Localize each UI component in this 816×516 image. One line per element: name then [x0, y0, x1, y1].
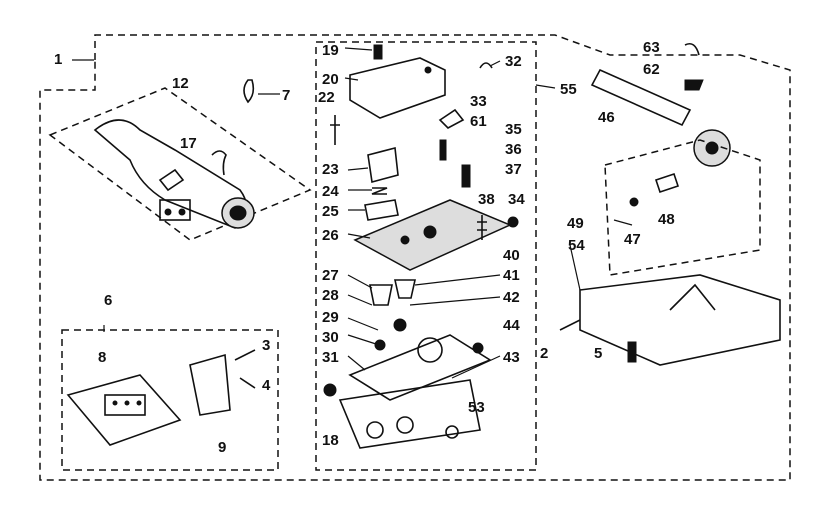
bracket-23 — [367, 146, 399, 184]
spring-3 — [234, 349, 256, 361]
valve-body-26 — [353, 199, 512, 271]
seal-30 — [374, 339, 386, 351]
label-49: 49 — [567, 215, 584, 232]
label-32: 32 — [505, 53, 522, 70]
valve-cover-20 — [349, 57, 446, 119]
valve-group-box — [315, 41, 537, 471]
label-54: 54 — [568, 237, 585, 254]
callout-labels: 1 12 7 17 6 8 3 4 9 19 20 22 23 24 25 26… — [54, 39, 675, 456]
label-41: 41 — [503, 267, 520, 284]
label-36: 36 — [505, 141, 522, 158]
label-4: 4 — [262, 377, 271, 394]
label-18: 18 — [322, 432, 339, 449]
label-24: 24 — [322, 183, 339, 200]
clamp-63 — [684, 42, 700, 56]
clip-32 — [479, 62, 493, 69]
plate-25 — [364, 199, 399, 221]
nut-34 — [507, 216, 519, 228]
label-9: 9 — [218, 439, 226, 456]
label-55: 55 — [560, 81, 577, 98]
hose-assembly — [48, 87, 312, 241]
label-44: 44 — [503, 317, 520, 334]
label-63: 63 — [643, 39, 660, 56]
screw-61 — [439, 139, 447, 161]
diaphragm-40 — [394, 279, 416, 299]
screw-2 — [559, 319, 581, 331]
clip-53 — [445, 425, 459, 439]
label-28: 28 — [322, 287, 339, 304]
bracket-9 — [189, 353, 231, 416]
screw-18 — [323, 383, 337, 397]
screw-5 — [627, 341, 637, 363]
label-2: 2 — [540, 345, 548, 362]
fitting-48 — [654, 172, 680, 194]
leader-lines — [72, 47, 633, 379]
label-25: 25 — [322, 203, 339, 220]
label-38: 38 — [478, 191, 495, 208]
label-62: 62 — [643, 61, 660, 78]
label-30: 30 — [322, 329, 339, 346]
spring-24 — [371, 187, 388, 195]
label-1: 1 — [54, 51, 62, 68]
label-43: 43 — [503, 349, 520, 366]
base-assembly — [338, 379, 481, 449]
label-48: 48 — [658, 211, 675, 228]
assembly-outline — [39, 34, 791, 481]
clip-7 — [243, 79, 280, 104]
label-46: 46 — [598, 109, 615, 126]
spring-33 — [438, 108, 465, 129]
label-27: 27 — [322, 267, 339, 284]
label-53: 53 — [468, 399, 485, 416]
subassembly-box — [61, 329, 279, 471]
spring-37 — [461, 164, 471, 188]
label-31: 31 — [322, 349, 339, 366]
clamp-62 — [684, 79, 704, 91]
label-6: 6 — [104, 292, 112, 309]
diaphragm-27 — [369, 284, 393, 306]
label-22: 22 — [318, 89, 335, 106]
housing-54 — [579, 274, 781, 366]
screw-47 — [629, 197, 639, 207]
label-42: 42 — [503, 289, 520, 306]
label-5: 5 — [594, 345, 602, 362]
label-37: 37 — [505, 161, 522, 178]
label-12: 12 — [172, 75, 189, 92]
label-17: 17 — [180, 135, 197, 152]
tube-46 — [590, 68, 692, 127]
label-3: 3 — [262, 337, 270, 354]
gasket-31 — [348, 334, 492, 401]
label-34: 34 — [508, 191, 525, 208]
burner-8 — [66, 374, 182, 446]
screw-4 — [239, 377, 256, 389]
label-20: 20 — [322, 71, 339, 88]
nut-44 — [472, 342, 484, 354]
bracket-49 — [604, 139, 761, 276]
screw-19 — [373, 44, 383, 60]
coupling — [693, 129, 731, 167]
seal-42 — [393, 318, 407, 332]
label-33: 33 — [470, 93, 487, 110]
label-8: 8 — [98, 349, 106, 366]
label-7: 7 — [282, 87, 290, 104]
spring-38 — [477, 215, 487, 240]
label-19: 19 — [322, 42, 339, 59]
label-47: 47 — [624, 231, 641, 248]
label-26: 26 — [322, 227, 339, 244]
label-29: 29 — [322, 309, 339, 326]
label-40: 40 — [503, 247, 520, 264]
label-61: 61 — [470, 113, 487, 130]
screw-22 — [330, 115, 340, 145]
label-35: 35 — [505, 121, 522, 138]
label-23: 23 — [322, 161, 339, 178]
clip-17 — [211, 150, 227, 176]
